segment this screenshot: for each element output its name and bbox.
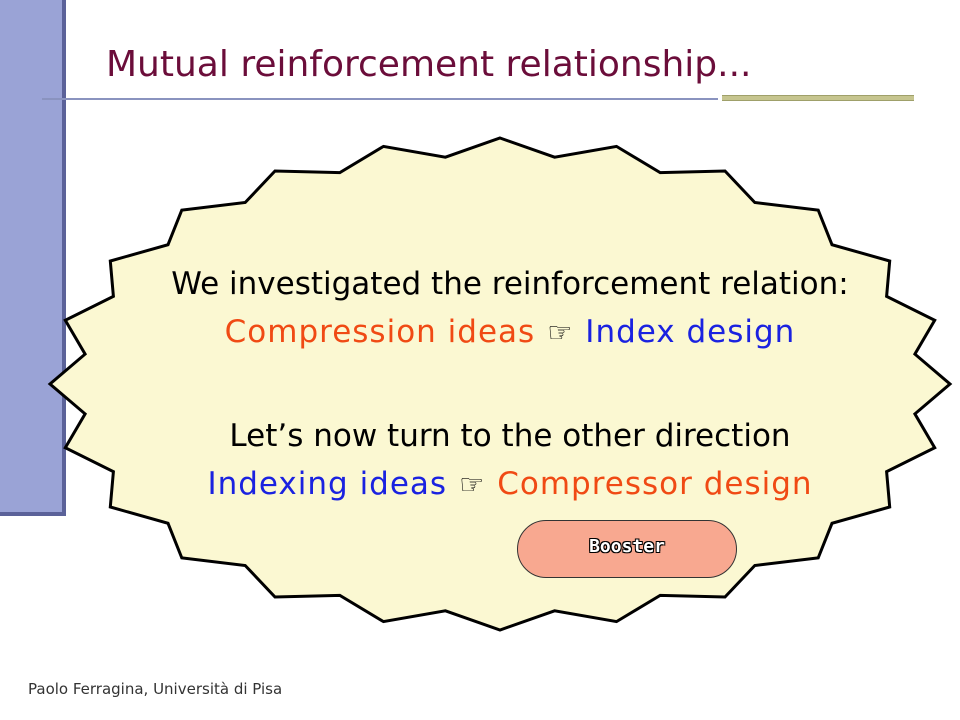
footer-credit: Paolo Ferragina, Università di Pisa [28,680,283,698]
title-underline-accent [722,95,914,101]
burst-text-line-1: We investigated the reinforcement relati… [171,266,849,302]
pointing-hand-icon: ☞ [547,316,574,349]
compression-ideas-text: Compression ideas [224,314,536,350]
burst-text-line-4: Indexing ideas ☞ Compressor design [100,466,920,502]
title-underline [42,98,718,100]
pointing-hand-icon: ☞ [459,468,486,501]
booster-button-label: Booster [589,536,665,557]
left-bar-shadow-bottom [0,512,66,516]
indexing-ideas-text: Indexing ideas [207,466,448,502]
burst-text-line-2: Compression ideas ☞ Index design [100,314,920,350]
left-bar-shadow [62,0,66,516]
burst-outline [47,136,953,632]
burst-text-line-3: Let’s now turn to the other direction [229,418,791,454]
compressor-design-text: Compressor design [497,466,813,502]
booster-button[interactable]: Booster [517,520,737,578]
index-design-text: Index design [585,314,796,350]
left-decorative-bar [0,0,62,512]
slide-title: Mutual reinforcement relationship... [106,44,752,85]
